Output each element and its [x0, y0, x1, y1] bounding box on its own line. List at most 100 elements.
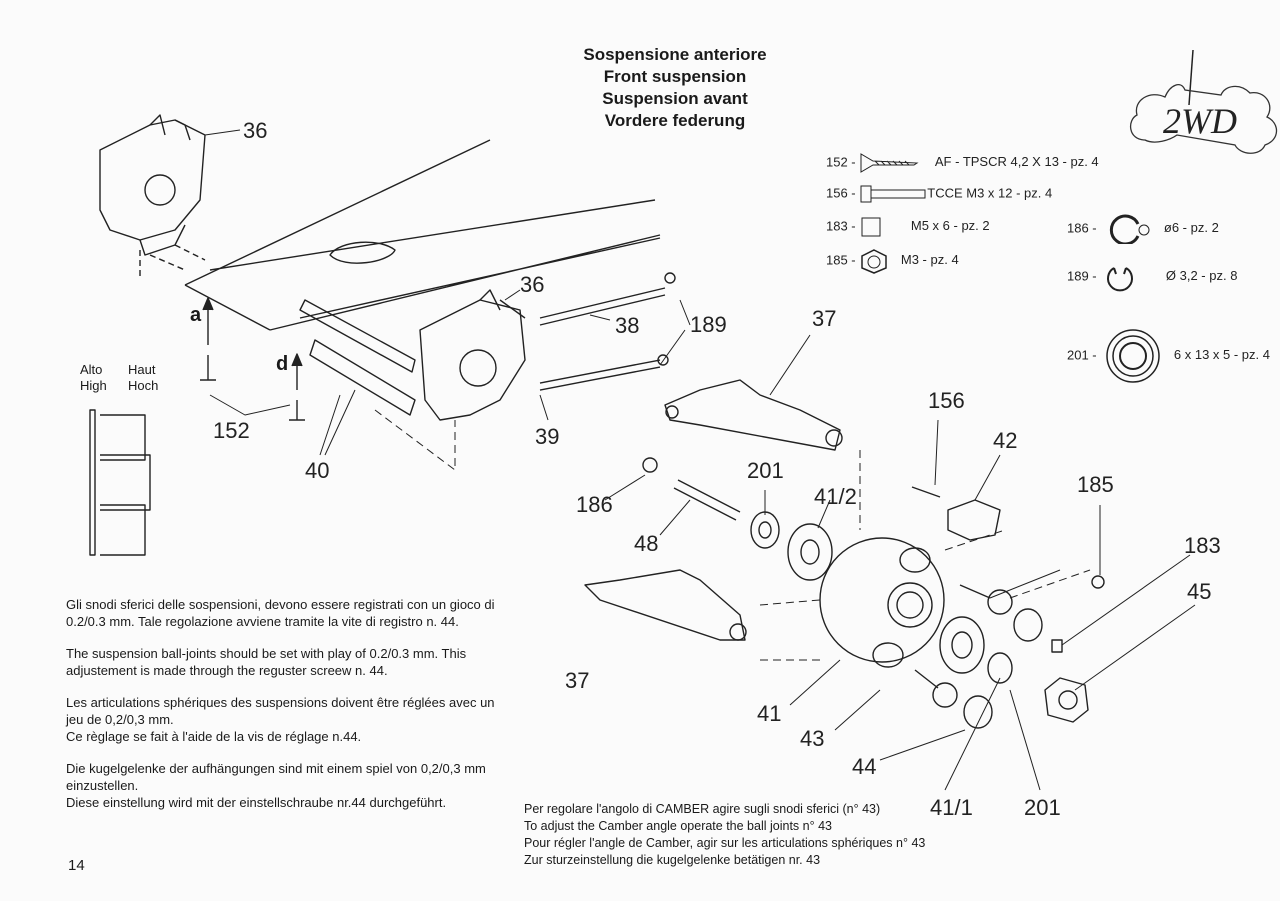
hex-nut-icon	[861, 249, 888, 274]
ball-joint-43-lower	[932, 682, 958, 708]
title-french: Suspension avant	[602, 89, 748, 108]
hardware-code: 201 -	[1067, 347, 1097, 363]
hardware-desc: TCCE M3 x 12 - pz. 4	[927, 185, 1053, 201]
label-high: High	[80, 378, 107, 393]
callout-201: 201	[747, 458, 784, 483]
hardware-code: 185 -	[826, 252, 856, 268]
callout-37: 37	[565, 668, 590, 693]
bearing-41-1	[939, 616, 985, 674]
hardware-code: 183 -	[826, 218, 856, 234]
ball-bearing-icon	[1106, 329, 1161, 383]
hardware-row-201: 201 - 6 x 13 x 5 - pz. 4	[1067, 328, 1270, 384]
callout-38: 38	[615, 313, 640, 338]
logo-text: 2WD	[1163, 101, 1237, 141]
e-clip-icon	[1110, 214, 1150, 246]
camber-note-italian: Per regolare l'angolo di CAMBER agire su…	[524, 802, 881, 816]
callout-41: 41	[757, 701, 782, 726]
callout-41-2: 41/2	[814, 484, 857, 509]
label-alto: Alto	[80, 362, 103, 377]
bearing-201-a	[750, 511, 780, 549]
dog-bone-2wd-logo: 2WD	[1125, 45, 1280, 185]
callout-36: 36	[520, 272, 545, 297]
arrow-a	[202, 297, 214, 345]
hardware-row-186: 186 - ø6 - pz. 2	[1067, 214, 1219, 246]
camber-note-english: To adjust the Camber angle operate the b…	[524, 819, 832, 833]
screw-156	[911, 486, 941, 498]
circlip-icon	[1107, 267, 1134, 292]
upper-arm-37	[664, 379, 841, 451]
arrow-d	[291, 353, 303, 390]
instruction-german: Die kugelgelenke der aufhängungen sind m…	[66, 761, 486, 810]
camber-note-french: Pour régler l'angle de Camber, agir sur …	[524, 836, 926, 850]
hub-41	[819, 537, 945, 663]
screw-152-a	[200, 355, 216, 381]
callout-43: 43	[800, 726, 825, 751]
hardware-code: 152 -	[826, 154, 856, 170]
arrow-label-d: d	[276, 353, 289, 375]
hardware-row-185: 185 - M3 - pz. 4	[826, 248, 959, 274]
chassis-plate	[184, 139, 661, 331]
hex-nut-45	[1044, 677, 1089, 723]
hardware-desc: ø6 - pz. 2	[1163, 220, 1219, 236]
king-pin-48	[673, 479, 741, 521]
callout-44: 44	[852, 754, 877, 779]
instruction-italian: Gli snodi sferici delle sospensioni, dev…	[66, 597, 495, 629]
callout-48: 48	[634, 531, 659, 556]
callout-45: 45	[1187, 579, 1212, 604]
callout-42: 42	[993, 428, 1018, 453]
hardware-desc: M5 x 6 - pz. 2	[910, 218, 990, 234]
cap-screw-icon	[860, 185, 926, 203]
hardware-code: 189 -	[1067, 268, 1097, 284]
hardware-row-189: 189 - Ø 3,2 - pz. 8	[1067, 262, 1237, 292]
hardware-row-152: 152 - AF - TPSCR 4,2 X 13 - pz. 4	[826, 152, 1099, 174]
callout-152: 152	[213, 418, 250, 443]
instructions-block: Gli snodi sferici delle sospensioni, dev…	[66, 596, 506, 826]
ride-height-diagram	[89, 409, 151, 556]
callout-37: 37	[812, 306, 837, 331]
instruction-english: The suspension ball-joints should be set…	[66, 646, 467, 678]
callout-41-1: 41/1	[930, 795, 973, 820]
block-42	[947, 499, 1001, 541]
callout-185: 185	[1077, 472, 1114, 497]
callout-156: 156	[928, 388, 965, 413]
callout-36: 36	[243, 118, 268, 143]
hardware-desc: Ø 3,2 - pz. 8	[1165, 268, 1238, 284]
callout-201: 201	[1024, 795, 1061, 820]
hardware-code: 186 -	[1067, 220, 1097, 236]
instruction-french: Les articulations sphériques des suspens…	[66, 695, 495, 744]
arrow-label-a: a	[190, 304, 202, 326]
title-italian: Sospensione anteriore	[583, 45, 767, 64]
camber-note: Per regolare l'angolo di CAMBER agire su…	[524, 801, 925, 869]
page-title: Sospensione anteriore Front suspension S…	[545, 44, 805, 132]
callout-186: 186	[576, 492, 613, 517]
grub-screw-icon	[861, 217, 881, 237]
bearing-41-2	[787, 523, 833, 581]
hardware-desc: M3 - pz. 4	[900, 252, 959, 268]
suspension-link-upper	[299, 299, 416, 373]
hardware-row-156: 156 - TCCE M3 x 12 - pz. 4	[826, 184, 1052, 204]
hinge-pin-39	[539, 359, 661, 391]
hardware-row-183: 183 - M5 x 6 - pz. 2	[826, 216, 990, 238]
callout-40: 40	[305, 458, 330, 483]
title-german: Vordere federung	[604, 111, 746, 130]
self-tapping-screw-icon	[860, 153, 919, 173]
hardware-code: 156 -	[826, 185, 856, 201]
hinge-pin-38	[539, 287, 666, 326]
hub-carrier	[419, 299, 526, 421]
label-hoch: Hoch	[128, 378, 159, 393]
page-number: 14	[68, 857, 85, 874]
adjust-screw-44-upper	[1013, 608, 1043, 642]
title-english: Front suspension	[603, 67, 747, 86]
lower-arm-37	[584, 569, 746, 641]
grub-screw-183	[1051, 639, 1063, 653]
callout-183: 183	[1184, 533, 1221, 558]
suspension-link-lower	[309, 339, 416, 416]
callout-189: 189	[690, 312, 727, 337]
ball-joint-43-upper	[987, 589, 1013, 615]
hardware-desc: AF - TPSCR 4,2 X 13 - pz. 4	[934, 154, 1099, 170]
hardware-desc: 6 x 13 x 5 - pz. 4	[1173, 347, 1270, 363]
camber-note-german: Zur sturzeinstellung die kugelgelenke be…	[524, 853, 821, 867]
adjust-screw-44-lower	[963, 695, 993, 729]
